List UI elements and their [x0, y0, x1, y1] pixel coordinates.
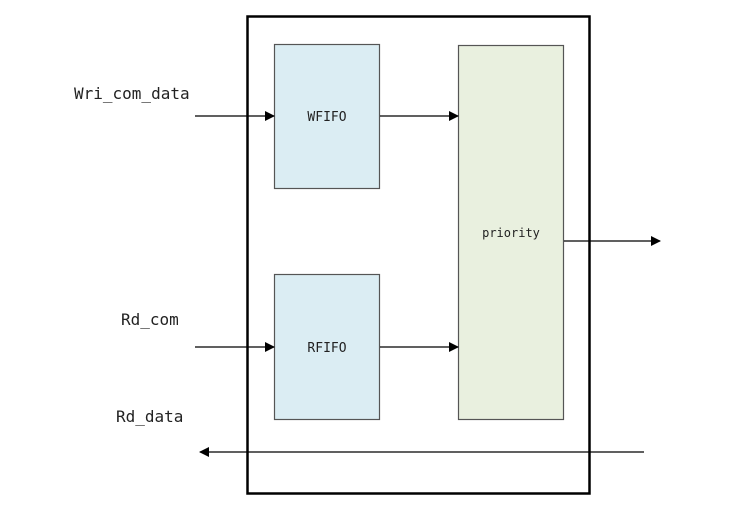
priority-label: priority [482, 226, 540, 240]
rd-com-label: Rd_com [121, 310, 179, 329]
wfifo-block: WFIFO [273, 43, 381, 190]
rfifo-block: RFIFO [273, 273, 381, 421]
wfifo-label: WFIFO [307, 110, 346, 125]
rd-data-label: Rd_data [116, 407, 183, 426]
priority-block: priority [457, 44, 565, 421]
rfifo-label: RFIFO [307, 341, 346, 356]
wri-com-data-label: Wri_com_data [74, 84, 190, 103]
module-boundary [246, 15, 591, 495]
